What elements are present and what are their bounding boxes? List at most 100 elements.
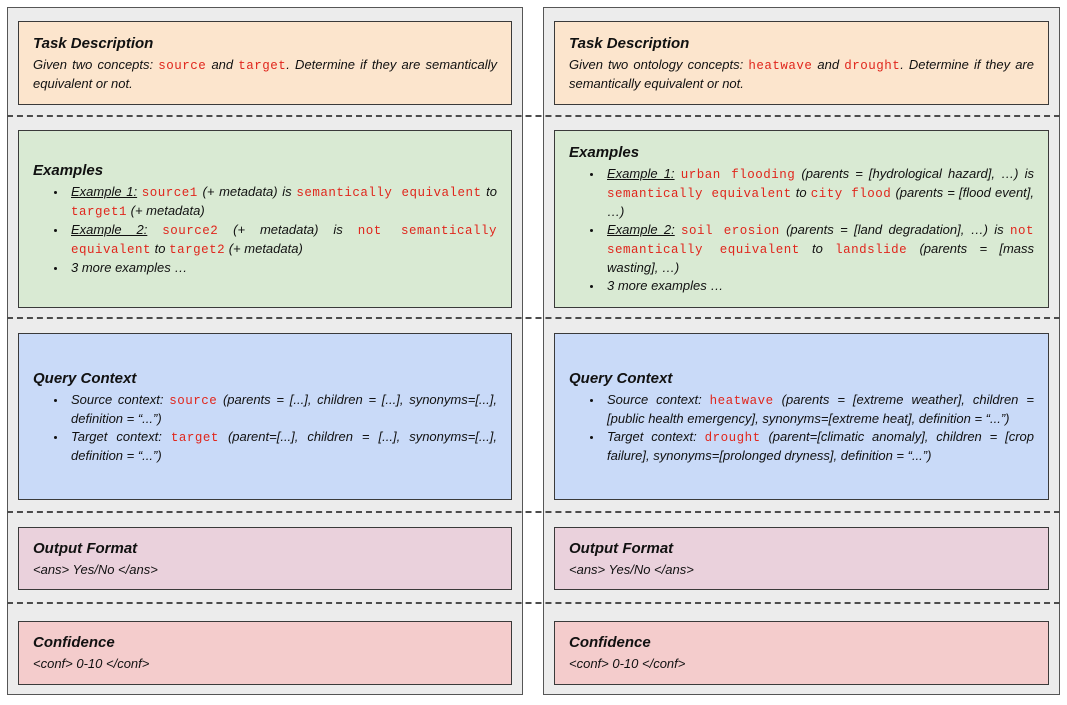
text-run: <conf> 0-10 </conf>: [33, 656, 150, 671]
section-title: Task Description: [569, 34, 690, 52]
section-output-format: Output Format <ans> Yes/No </ans>: [18, 527, 512, 590]
text-run: (parents = [...], children = [...], syno…: [71, 391, 497, 426]
bullet-item: Target context: target (parent=[...], ch…: [67, 428, 497, 465]
code-token: drought: [844, 58, 901, 73]
text-run: Source context:: [71, 391, 170, 407]
code-token: target: [170, 430, 219, 445]
section-paragraph: Given two concepts: source and target. D…: [33, 56, 497, 93]
bullet-item: Example 2: soil erosion (parents = [land…: [603, 221, 1034, 277]
text-run: Given two ontology concepts:: [569, 56, 749, 72]
code-token: target2: [169, 243, 226, 257]
section-content: <ans> Yes/No </ans>: [33, 561, 497, 579]
text-run: (+ metadata): [225, 241, 303, 256]
text-run: <ans> Yes/No </ans>: [33, 561, 158, 577]
dashed-separator: [7, 115, 1060, 117]
bullet-item: Source context: source (parents = [...],…: [67, 391, 497, 428]
code-token: city flood: [810, 187, 892, 201]
prompt-panel-instantiated: Task Description Given two ontology conc…: [543, 7, 1060, 695]
code-token: soil erosion: [681, 224, 780, 238]
section-content: Example 1: source1 (+ metadata) is seman…: [33, 183, 497, 277]
code-token: semantically equivalent: [296, 186, 482, 200]
text-run: Target context:: [607, 428, 705, 444]
bullet-item: Example 1: source1 (+ metadata) is seman…: [67, 183, 497, 221]
code-token: source2: [162, 224, 219, 238]
section-title: Examples: [569, 144, 640, 161]
bullet-item: Target context: drought (parent=[climati…: [603, 428, 1034, 465]
bullet-item: Example 1: urban flooding (parents = [hy…: [603, 165, 1034, 221]
underlined-label: Example 1:: [71, 184, 138, 199]
section-examples: Examples Example 1: urban flooding (pare…: [554, 130, 1049, 308]
section-confidence: Confidence <conf> 0-10 </conf>: [554, 621, 1049, 685]
section-title: Examples: [33, 162, 104, 179]
code-token: not semantically equivalent: [607, 224, 1034, 257]
underlined-label: Example 1:: [607, 166, 675, 181]
section-content: <ans> Yes/No </ans>: [569, 561, 1034, 579]
underlined-label: Example 2:: [607, 222, 675, 237]
dashed-separator: [7, 317, 1060, 319]
text-run: (parents = [hydrological hazard], …) is: [795, 166, 1034, 181]
text-run: 3 more examples …: [71, 260, 188, 275]
code-token: source: [169, 393, 218, 408]
underlined-label: Example 2:: [71, 222, 148, 237]
text-run: (parents = [mass wasting], …): [607, 241, 1034, 275]
bullet-list: Example 1: source1 (+ metadata) is seman…: [33, 183, 497, 277]
section-content: Source context: source (parents = [...],…: [33, 391, 497, 465]
text-run: (+ metadata): [127, 203, 205, 218]
text-run: Given two concepts:: [33, 56, 159, 72]
section-query-context: Query Context Source context: source (pa…: [18, 333, 512, 500]
section-content: Given two concepts: source and target. D…: [33, 56, 497, 93]
code-token: drought: [704, 430, 761, 445]
section-content: Example 1: urban flooding (parents = [hy…: [569, 165, 1034, 295]
text-run: and: [812, 56, 845, 72]
text-run: (parents = [land degradation], …) is: [779, 222, 1010, 237]
text-run: (parents = [flood event], …): [607, 185, 1035, 219]
section-title: Output Format: [569, 539, 674, 557]
section-content: <conf> 0-10 </conf>: [33, 655, 497, 673]
bullet-list: Example 1: urban flooding (parents = [hy…: [569, 165, 1034, 295]
section-content: <conf> 0-10 </conf>: [569, 655, 1034, 673]
code-token: source: [158, 58, 207, 73]
section-paragraph: <conf> 0-10 </conf>: [33, 655, 497, 673]
text-run: <ans> Yes/No </ans>: [569, 561, 694, 577]
code-token: heatwave: [709, 393, 774, 408]
code-token: source1: [141, 186, 198, 200]
section-title: Query Context: [33, 369, 137, 387]
text-run: (parents = [extreme weather], children =…: [607, 391, 1034, 426]
section-paragraph: <ans> Yes/No </ans>: [33, 561, 497, 579]
code-token: target: [238, 58, 287, 73]
text-run: 3 more examples …: [607, 278, 724, 293]
bullet-item: 3 more examples …: [67, 259, 497, 277]
text-run: (parent=[...], children = [...], synonym…: [71, 428, 497, 463]
code-token: landslide: [835, 243, 908, 257]
section-query-context: Query Context Source context: heatwave (…: [554, 333, 1049, 500]
dashed-separator: [7, 602, 1060, 604]
section-confidence: Confidence <conf> 0-10 </conf>: [18, 621, 512, 685]
section-title: Output Format: [33, 539, 138, 557]
section-content: Source context: heatwave (parents = [ext…: [569, 391, 1034, 465]
text-run: to: [799, 241, 836, 256]
section-paragraph: <ans> Yes/No </ans>: [569, 561, 1034, 579]
section-title: Query Context: [569, 369, 673, 387]
text-run: (+ metadata) is: [197, 184, 297, 199]
text-run: to: [791, 185, 811, 200]
section-title: Confidence: [33, 634, 115, 651]
section-paragraph: Given two ontology concepts: heatwave an…: [569, 56, 1034, 93]
dashed-separator: [7, 511, 1060, 513]
section-title: Task Description: [33, 34, 154, 52]
prompt-panel-generic: Task Description Given two concepts: sou…: [7, 7, 523, 695]
section-paragraph: <conf> 0-10 </conf>: [569, 655, 1034, 673]
text-run: . Determine if they are semantically equ…: [569, 56, 1034, 91]
text-run: . Determine if they are semantically equ…: [33, 56, 497, 91]
code-token: heatwave: [748, 58, 813, 73]
section-task-description: Task Description Given two ontology conc…: [554, 21, 1049, 105]
code-token: urban flooding: [680, 168, 796, 182]
bullet-item: 3 more examples …: [603, 277, 1034, 295]
section-task-description: Task Description Given two concepts: sou…: [18, 21, 512, 105]
text-run: Target context:: [71, 428, 171, 444]
section-title: Confidence: [569, 634, 651, 651]
code-token: target1: [71, 205, 128, 219]
text-run: (parent=[climatic anomaly], children = […: [607, 428, 1034, 463]
code-token: not semantically equivalent: [71, 224, 497, 257]
text-run: to: [151, 241, 170, 256]
section-content: Given two ontology concepts: heatwave an…: [569, 56, 1034, 93]
